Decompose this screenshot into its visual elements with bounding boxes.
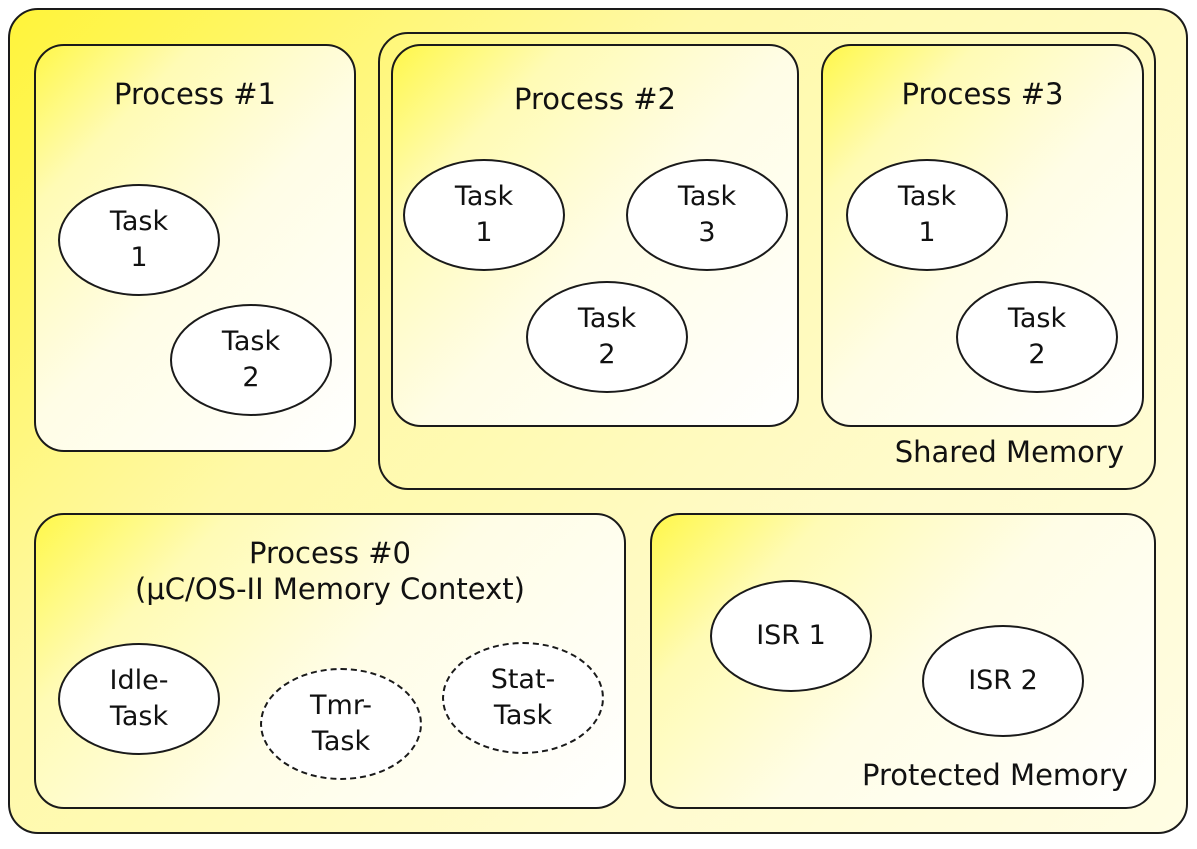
- task-label: Tmr-: [310, 690, 372, 721]
- task-number: 2: [1028, 339, 1046, 370]
- process-0-subtitle: (μC/OS-II Memory Context): [135, 572, 525, 606]
- task-label: Stat-: [490, 664, 556, 695]
- process-3-task-1: Task 1: [846, 159, 1008, 271]
- isr-1: ISR 1: [710, 580, 872, 692]
- statistics-task: Stat- Task: [442, 642, 604, 754]
- timer-task: Tmr- Task: [260, 668, 422, 780]
- shared-memory-label: Shared Memory: [894, 435, 1124, 469]
- process-3-task-2: Task 2: [956, 281, 1118, 393]
- task-number: 2: [242, 362, 260, 393]
- task-number: 3: [698, 217, 716, 248]
- process-2-task-1: Task 1: [403, 159, 565, 271]
- process-0-box: Process #0 (μC/OS-II Memory Context) Idl…: [34, 513, 626, 809]
- shared-memory-region: Shared Memory: [378, 32, 1156, 490]
- process-2-title: Process #2: [514, 82, 676, 116]
- isr-label: ISR 1: [756, 620, 826, 651]
- task-label: Task: [221, 326, 281, 357]
- process-2-task-3: Task 3: [626, 159, 788, 271]
- process-2-task-2: Task 2: [526, 281, 688, 393]
- task-number: 2: [598, 339, 616, 370]
- process-1-task-1: Task 1: [58, 184, 220, 296]
- task-label: Task: [454, 181, 514, 212]
- process-2-box: Process #2 Task 1 Task 3 Task 2: [391, 44, 799, 427]
- process-3-title: Process #3: [901, 77, 1064, 111]
- task-label: Task: [897, 181, 957, 212]
- task-label: Task: [493, 700, 553, 731]
- process-1-title: Process #1: [114, 77, 276, 111]
- task-label: Idle-: [109, 665, 169, 696]
- process-1-box: Process #1 Task 1 Task 2: [34, 44, 356, 452]
- task-label: Task: [109, 206, 169, 237]
- process-0-title: Process #0: [249, 536, 411, 570]
- isr-2: ISR 2: [922, 625, 1084, 737]
- protected-memory-box: ISR 1 ISR 2 Protected Memory: [650, 513, 1156, 809]
- task-label: Task: [577, 303, 637, 334]
- protected-memory-label: Protected Memory: [862, 758, 1128, 792]
- process-3-box: Process #3 Task 1 Task 2: [821, 44, 1144, 427]
- task-number: 1: [130, 242, 148, 273]
- task-label: Task: [677, 181, 737, 212]
- task-number: 1: [475, 217, 493, 248]
- idle-task: Idle- Task: [58, 643, 220, 755]
- isr-label: ISR 2: [968, 665, 1038, 696]
- task-label: Task: [109, 701, 169, 732]
- task-label: Task: [311, 726, 371, 757]
- process-1-task-2: Task 2: [170, 304, 332, 416]
- task-label: Task: [1007, 303, 1067, 334]
- task-number: 1: [918, 217, 936, 248]
